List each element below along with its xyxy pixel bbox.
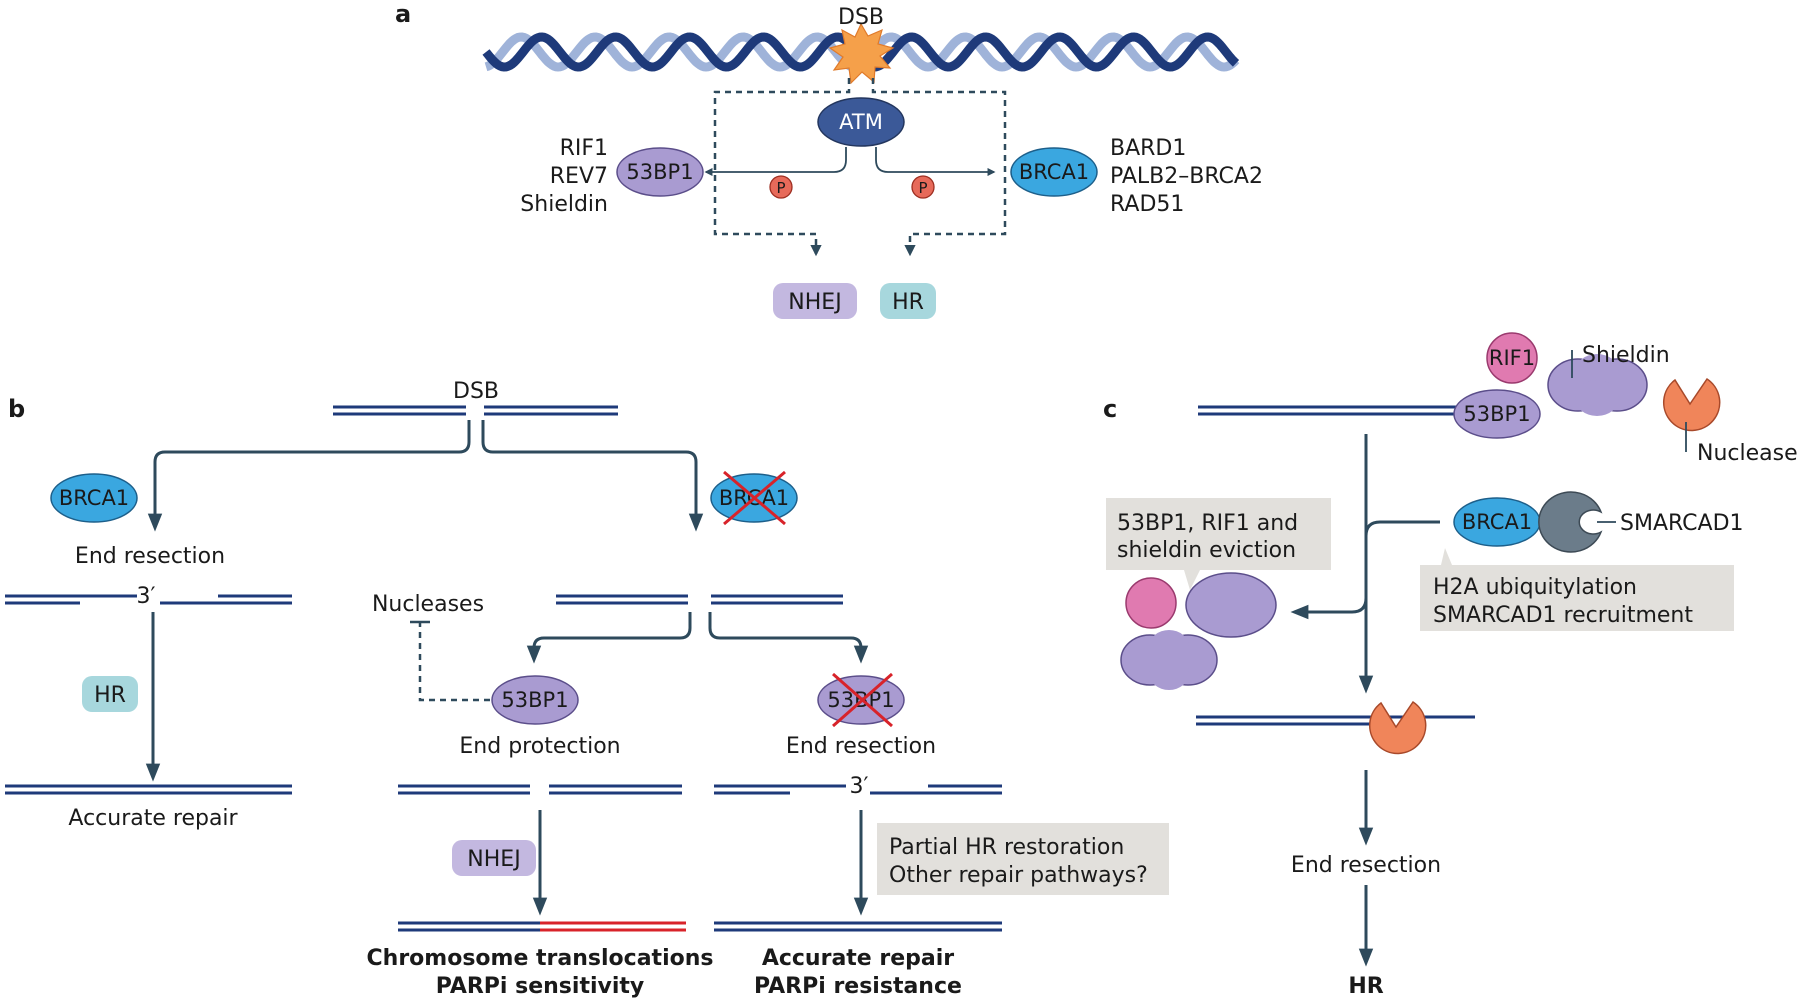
nuclease-icon [1662, 377, 1721, 432]
atm-kinase [817, 97, 905, 147]
three-prime-left: 3′ [137, 584, 156, 609]
end-protection-label: End protection [459, 734, 620, 759]
rif1-protein [1486, 332, 1538, 384]
evicted-rif1-icon [1125, 577, 1177, 629]
nuclease-inhibition [418, 622, 490, 702]
left-factor-3: Shieldin [520, 192, 608, 217]
atm-label: ATM [839, 110, 883, 134]
outcome-left-line-1: Chromosome translocations [367, 946, 714, 971]
branch-right-arrow [481, 420, 704, 532]
panel-c-letter: c [1103, 395, 1117, 423]
53bp1-c-protein [1453, 389, 1541, 439]
dsb-star [828, 22, 895, 85]
ubiquitylation-callout [1420, 548, 1734, 631]
branch-53bp1-arrow [526, 612, 692, 664]
hr-box [880, 283, 936, 319]
53bp1-b-protein [491, 675, 579, 725]
outcome-left-line-2: PARPi sensitivity [436, 974, 645, 999]
right-factor-1: BARD1 [1110, 136, 1186, 161]
ubiq-line-2: SMARCAD1 recruitment [1433, 603, 1693, 628]
dsb-bracket-left [713, 78, 851, 257]
nhej-box [773, 283, 857, 319]
brca1-label: BRCA1 [1019, 160, 1089, 184]
phospho-right-label: P [918, 179, 927, 197]
nhej-b-box [452, 840, 536, 876]
brca1-action-arrow [1290, 520, 1440, 620]
nhej-b-label: NHEJ [467, 847, 520, 872]
53bp1-label: 53BP1 [626, 160, 693, 184]
right-factor-2: PALB2–BRCA2 [1110, 164, 1263, 189]
atm-to-brca1-arrow [875, 147, 996, 177]
rif1-label: RIF1 [1489, 346, 1535, 370]
ubiq-line-1: H2A ubiquitylation [1433, 575, 1637, 600]
evicted-shieldin-icon [1120, 630, 1218, 690]
brca1-loss-cross-icon [723, 470, 786, 526]
panel-b-letter: b [8, 395, 25, 423]
c-nuclease-icon [1368, 700, 1427, 755]
dsb-b-label: DSB [453, 379, 499, 404]
c-end-resection-label: End resection [1291, 853, 1441, 878]
brca1-b-label: BRCA1 [59, 486, 129, 510]
brca1-c-label: BRCA1 [1462, 510, 1532, 534]
note-line-1: Partial HR restoration [889, 835, 1124, 860]
panel-c: c RIF1 53BP1 Shieldin Nuclease BRCA1 [1103, 332, 1798, 999]
left-factor-1: RIF1 [560, 136, 608, 161]
accurate-repair-left-label: Accurate repair [68, 806, 238, 831]
phospho-left-label: P [776, 179, 785, 197]
note-line-2: Other repair pathways? [889, 863, 1148, 888]
eviction-line-1: 53BP1, RIF1 and [1117, 511, 1298, 536]
phospho-left-icon [769, 175, 793, 199]
hr-label: HR [892, 290, 924, 315]
shieldin-complex-icon [1547, 354, 1648, 416]
atm-to-53bp1-arrow [704, 147, 847, 177]
outcome-right-line-2: PARPi resistance [754, 974, 962, 999]
branch-left-arrow [147, 420, 471, 532]
dsb-label: DSB [838, 5, 884, 30]
brca1-b-protein [50, 473, 138, 523]
phospho-right-icon [911, 175, 935, 199]
branch-53bp1-lost-arrow [708, 612, 869, 664]
brca1-protein [1010, 147, 1098, 197]
panel-a: a DSB ATM P P 53BP1 RIF1 REV7 Shieldin B… [395, 0, 1263, 319]
eviction-callout [1106, 498, 1331, 590]
evicted-53bp1-icon [1185, 572, 1277, 638]
53bp1-c-label: 53BP1 [1463, 402, 1530, 426]
hr-b-box [82, 676, 138, 712]
nhej-label: NHEJ [788, 290, 841, 315]
panel-b: b DSB BRCA1 BRCA1 End resection 3′ HR Ac… [5, 379, 1169, 999]
panel-a-letter: a [395, 0, 411, 28]
shieldin-label: Shieldin [1582, 343, 1670, 368]
three-prime-right: 3′ [850, 774, 869, 799]
53bp1-loss-cross-icon [832, 672, 893, 728]
dsb-bracket-right [871, 78, 1007, 257]
end-resection-right-label: End resection [786, 734, 936, 759]
right-factor-3: RAD51 [1110, 192, 1184, 217]
eviction-line-2: shieldin eviction [1117, 538, 1296, 563]
c-hr-label: HR [1348, 974, 1383, 999]
smarcad1-label: SMARCAD1 [1620, 511, 1744, 536]
outcome-right-line-1: Accurate repair [762, 946, 954, 971]
nucleases-label: Nucleases [372, 592, 484, 617]
nuclease-label: Nuclease [1697, 441, 1798, 466]
smarcad1-icon [1538, 491, 1603, 553]
hr-b-label: HR [94, 683, 126, 708]
left-factor-2: REV7 [550, 164, 608, 189]
end-resection-left-label: End resection [75, 544, 225, 569]
53bp1-protein [616, 147, 704, 197]
note-box [877, 823, 1169, 895]
53bp1-b-label: 53BP1 [501, 688, 568, 712]
